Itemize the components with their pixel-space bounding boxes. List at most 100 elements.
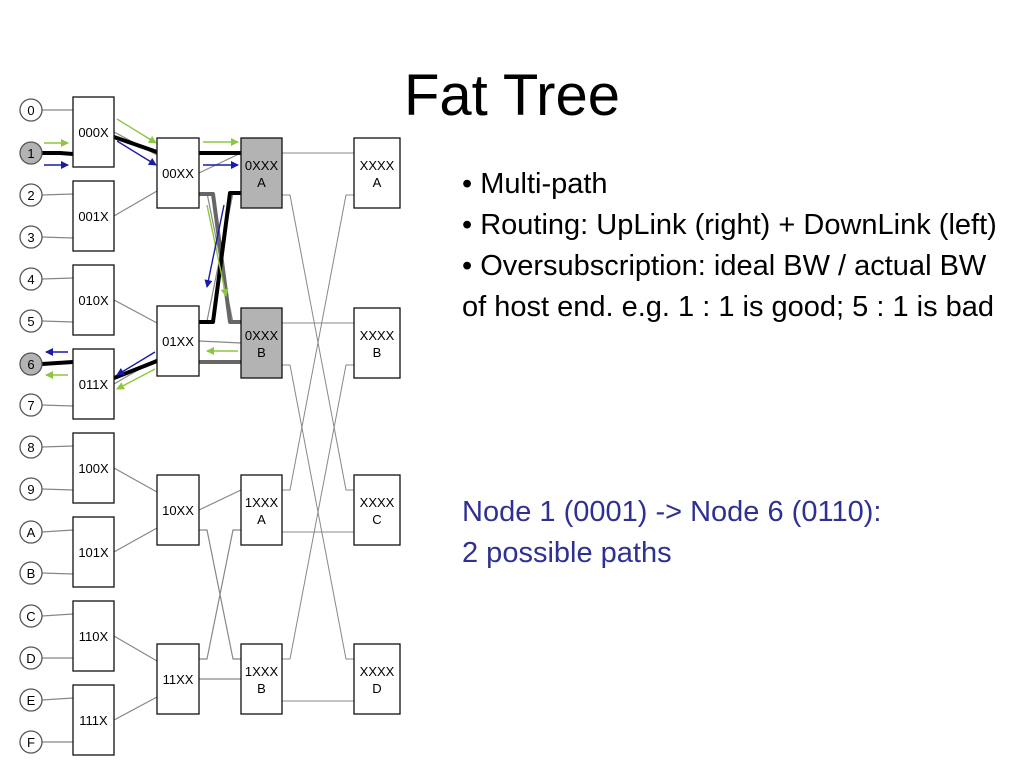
arrows-layer — [44, 118, 239, 390]
core-switch-label: XXXX — [360, 664, 395, 679]
edge-link — [113, 299, 158, 324]
path-note-line-1: Node 1 (0001) -> Node 6 (0110): — [462, 496, 882, 528]
core-link — [281, 364, 355, 660]
host-link — [41, 277, 74, 280]
edge-switch-label: 110X — [79, 629, 109, 644]
edge-switch-011X — [72, 348, 115, 420]
host-node-E — [19, 688, 43, 712]
highlighted-paths-layer — [40, 135, 243, 380]
agg-link — [198, 529, 242, 660]
path-note-line-2: 2 possible paths — [462, 537, 672, 569]
core-switch-label: XXXX — [360, 328, 395, 343]
edge-switch-110X — [72, 600, 115, 672]
host-label-B: B — [27, 566, 36, 581]
spine-switch-label: 0XXX — [245, 328, 279, 343]
host-label-7: 7 — [27, 398, 34, 413]
edge-link — [113, 467, 158, 493]
edge-switch-000X — [72, 96, 115, 168]
core-switch-sublabel: B — [373, 345, 382, 360]
arrow-green-00XX-0XXXB — [206, 204, 229, 297]
core-switch-label: XXXX — [360, 158, 395, 173]
core-switch-sublabel: A — [373, 175, 382, 190]
core-switch-label: XXXX — [360, 495, 395, 510]
core-switch-D — [353, 643, 401, 715]
host-label-9: 9 — [27, 482, 34, 497]
core-switch-sublabel: D — [372, 681, 381, 696]
spine-switch-sublabel: A — [257, 512, 266, 527]
edge-link — [113, 190, 158, 217]
arrow-blue-01XX-011X — [116, 351, 156, 376]
host-link — [41, 613, 74, 617]
agg-switch-10XX — [156, 474, 200, 546]
spine-switch-label: 0XXX — [245, 158, 279, 173]
agg-switch-label: 01XX — [162, 334, 194, 349]
spine-switch-label: 1XXX — [245, 664, 279, 679]
host-node-0 — [19, 98, 43, 122]
spine-switch-sublabel: B — [257, 681, 266, 696]
agg-switch-11XX — [156, 643, 200, 715]
agg-link — [198, 152, 242, 174]
host-link — [41, 404, 74, 407]
path-host1-up — [40, 151, 75, 156]
agg-switch-00XX — [156, 137, 200, 209]
host-node-9 — [19, 477, 43, 501]
host-label-8: 8 — [27, 440, 34, 455]
edge-link — [113, 527, 158, 553]
agg-link — [198, 489, 242, 511]
host-link — [41, 697, 74, 701]
core-switch-B — [353, 307, 401, 379]
agg-link — [198, 340, 242, 344]
host-link — [41, 572, 74, 575]
arrow-blue-0XXXA-01XX — [204, 204, 225, 288]
edge-switch-010X — [72, 264, 115, 336]
host-label-5: 5 — [27, 314, 34, 329]
host-label-0: 0 — [27, 103, 34, 118]
host-link — [41, 193, 74, 196]
bullet-routing: • Routing: UpLink (right) + DownLink (le… — [462, 209, 997, 241]
core-link — [281, 194, 355, 491]
edge-switch-label: 000X — [78, 125, 109, 140]
edge-switch-100X — [72, 432, 115, 504]
edge-link — [113, 696, 158, 721]
host-node-7 — [19, 393, 43, 417]
host-node-A — [19, 520, 43, 544]
bullet-multipath: • Multi-path — [462, 168, 608, 200]
edge-switch-label: 001X — [78, 209, 109, 224]
arrow-blue-000X-00XX — [116, 140, 157, 166]
host-node-1 — [19, 141, 43, 165]
host-label-3: 3 — [27, 230, 34, 245]
host-node-3 — [19, 225, 43, 249]
core-switch-C — [353, 474, 401, 546]
host-label-A: A — [27, 525, 36, 540]
nodes-layer: 0123456789ABCDEF000X001X010X011X100X101X… — [19, 96, 401, 756]
host-link — [41, 236, 74, 239]
edge-link — [113, 635, 158, 662]
agg-switch-label: 11XX — [163, 672, 194, 687]
path-0XXXA-01XX — [197, 191, 243, 324]
spine-switch-sublabel: B — [257, 345, 266, 360]
host-label-2: 2 — [27, 188, 34, 203]
host-label-6: 6 — [27, 357, 34, 372]
bullet-oversubscription: • Oversubscription: ideal BW / actual BW… — [462, 250, 995, 323]
host-node-5 — [19, 309, 43, 333]
spine-switch-sublabel: A — [257, 175, 266, 190]
edge-switch-label: 011X — [79, 377, 109, 392]
edge-switch-label: 100X — [78, 461, 109, 476]
arrow-green-01XX-011X — [116, 368, 156, 390]
edge-switch-label: 010X — [78, 293, 109, 308]
spine-switch-label: 1XXX — [245, 495, 279, 510]
edge-switch-111X — [72, 684, 115, 756]
core-switch-sublabel: C — [372, 512, 381, 527]
core-switch-A — [353, 137, 401, 209]
spine-switch-0XXX-A — [240, 137, 283, 209]
host-label-D: D — [26, 651, 35, 666]
edge-switch-001X — [72, 180, 115, 252]
slide-title: Fat Tree — [404, 63, 620, 128]
host-node-D — [19, 646, 43, 670]
path-note: Node 1 (0001) -> Node 6 (0110): 2 possib… — [462, 492, 1002, 574]
host-node-4 — [19, 267, 43, 291]
path-011X-host6 — [40, 360, 75, 366]
host-label-1: 1 — [27, 146, 34, 161]
agg-switch-01XX — [156, 305, 200, 377]
host-label-F: F — [27, 735, 35, 750]
